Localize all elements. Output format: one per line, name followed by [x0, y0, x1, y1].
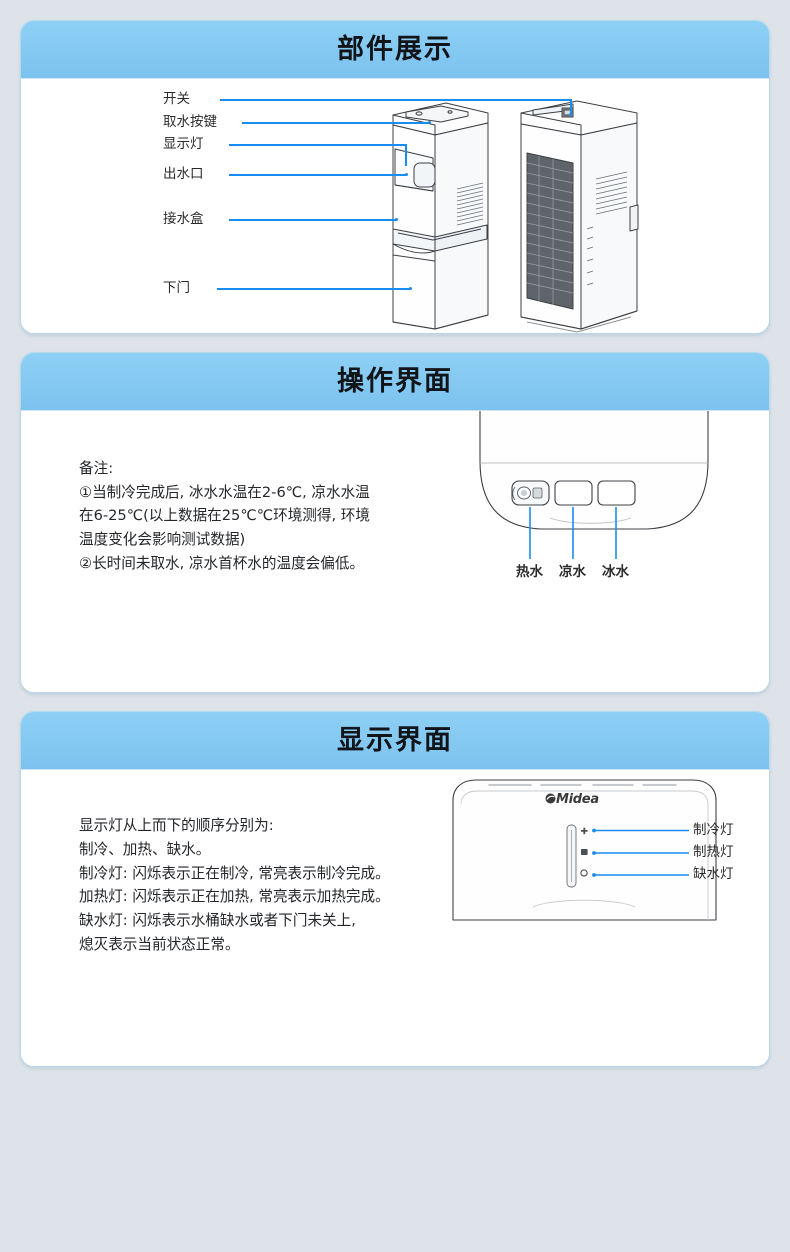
- display-description-block: 显示灯从上而下的顺序分别为: 制冷、加热、缺水。 制冷灯: 闪烁表示正在制冷, …: [79, 814, 479, 957]
- leader-line-indicator-drop: [405, 144, 407, 166]
- note-line-2: 在6-25℃(以上数据在25℃℃环境测得, 环境: [79, 507, 370, 525]
- section-card-operation-interface: 操作界面 备注: ①当制冷完成后, 冰水水温在2-6℃, 凉水水温 在6-25℃…: [20, 352, 770, 693]
- label-lower-door: 下门: [163, 280, 190, 296]
- display-panel-illustration: [452, 779, 717, 921]
- leader-dot-lower-door: [409, 287, 412, 290]
- section-title-parts-display: 部件展示: [337, 34, 453, 65]
- display-line-6: 熄灭表示当前状态正常。: [79, 935, 240, 953]
- leader-line-dispense-button: [242, 122, 430, 124]
- note-line-3: 温度变化会影响测试数据): [79, 530, 246, 548]
- note-line-1: ①当制冷完成后, 冰水水温在2-6℃, 凉水水温: [79, 483, 370, 501]
- display-line-4: 加热灯: 闪烁表示正在加热, 常亮表示加热完成。: [79, 888, 390, 906]
- control-panel-illustration: [479, 411, 709, 559]
- label-indicator-light: 显示灯: [163, 136, 204, 152]
- water-dispenser-illustration: [392, 100, 639, 333]
- leader-dot-dispense-button: [428, 121, 431, 124]
- leader-line-power-switch-drop: [570, 99, 572, 115]
- indicator-label-heating: 制热灯: [693, 844, 734, 860]
- note-line-4: ②长时间未取水, 凉水首杯水的温度会偏低。: [79, 554, 365, 572]
- leader-line-power-switch: [220, 99, 571, 101]
- section-body-operation-interface: 备注: ①当制冷完成后, 冰水水温在2-6℃, 凉水水温 在6-25℃(以上数据…: [21, 411, 769, 692]
- button-label-hot-water: 热水: [516, 564, 543, 580]
- midea-logo: Midea: [545, 792, 599, 807]
- section-card-parts-display: 部件展示: [20, 20, 770, 334]
- section-title-operation-interface: 操作界面: [337, 366, 453, 397]
- indicator-label-no-water: 缺水灯: [693, 866, 734, 882]
- display-line-5: 缺水灯: 闪烁表示水桶缺水或者下门未关上,: [79, 912, 356, 930]
- midea-logo-icon: [545, 793, 556, 804]
- section-card-display-interface: 显示界面 显示灯从上而下的顺序分别为: 制冷、加热、缺水。 制冷灯: 闪烁表示正…: [20, 711, 770, 1067]
- section-header-operation-interface: 操作界面: [21, 353, 769, 411]
- note-heading: 备注:: [79, 460, 114, 477]
- display-line-2: 制冷、加热、缺水。: [79, 840, 211, 858]
- leader-dot-drip-tray: [395, 218, 398, 221]
- operation-note-block: 备注: ①当制冷完成后, 冰水水温在2-6℃, 凉水水温 在6-25℃(以上数据…: [79, 457, 469, 575]
- display-line-1: 显示灯从上而下的顺序分别为:: [79, 817, 274, 834]
- leader-line-indicator-light: [229, 144, 406, 146]
- button-label-cool-water: 凉水: [559, 564, 586, 580]
- display-line-3: 制冷灯: 闪烁表示正在制冷, 常亮表示制冷完成。: [79, 864, 390, 882]
- label-water-outlet: 出水口: [163, 166, 204, 182]
- indicator-label-cooling: 制冷灯: [693, 822, 734, 838]
- label-power-switch: 开关: [163, 91, 190, 107]
- leader-line-lower-door: [217, 288, 411, 290]
- section-body-display-interface: 显示灯从上而下的顺序分别为: 制冷、加热、缺水。 制冷灯: 闪烁表示正在制冷, …: [21, 770, 769, 1066]
- section-title-display-interface: 显示界面: [337, 725, 453, 756]
- midea-logo-text: Midea: [556, 792, 599, 807]
- section-header-parts-display: 部件展示: [21, 21, 769, 79]
- label-dispense-button: 取水按键: [163, 114, 217, 130]
- leader-dot-water-outlet: [405, 173, 408, 176]
- leader-dot-power-switch: [569, 113, 572, 116]
- section-body-parts-display: 开关 取水按键 显示灯 出水口 接水盒 下门: [21, 79, 769, 333]
- section-header-display-interface: 显示界面: [21, 712, 769, 770]
- label-drip-tray: 接水盒: [163, 211, 204, 227]
- leader-line-water-outlet: [229, 174, 407, 176]
- button-label-ice-water: 冰水: [602, 564, 629, 580]
- leader-line-drip-tray: [229, 219, 397, 221]
